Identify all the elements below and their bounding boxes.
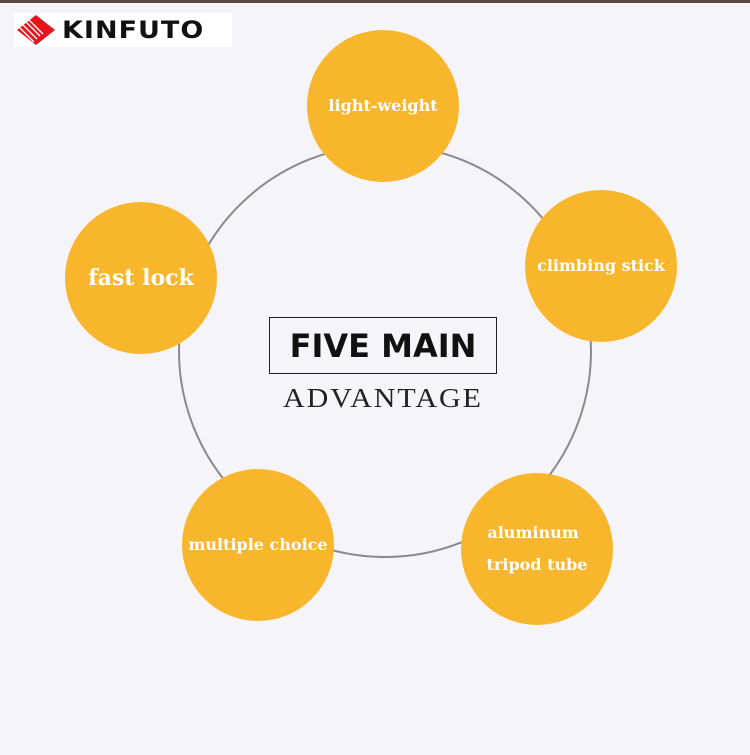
page-title: FIVE MAIN <box>289 326 477 365</box>
advantage-label: multiple choice <box>188 535 328 554</box>
advantage-multiple-choice: multiple choice <box>182 469 334 621</box>
advantage-label-line1: aluminum <box>487 523 579 542</box>
advantage-label-line2: tripod tube <box>486 555 588 574</box>
advantage-label: fast lock <box>88 265 194 291</box>
advantage-label: light-weight <box>328 96 438 115</box>
advantage-light-weight: light-weight <box>307 30 459 182</box>
logo-text: KINFUTO <box>62 16 205 44</box>
diamond-logo-icon <box>17 15 55 45</box>
advantage-label: climbing stick <box>537 256 665 275</box>
advantage-aluminum-tripod-tube: aluminum tripod tube <box>461 473 613 625</box>
title-box: FIVE MAIN <box>269 317 497 374</box>
page-subtitle: ADVANTAGE <box>282 383 484 414</box>
advantage-climbing-stick: climbing stick <box>525 190 677 342</box>
kinfuto-logo: KINFUTO <box>14 13 232 47</box>
advantage-fast-lock: fast lock <box>65 202 217 354</box>
top-border <box>0 0 750 3</box>
